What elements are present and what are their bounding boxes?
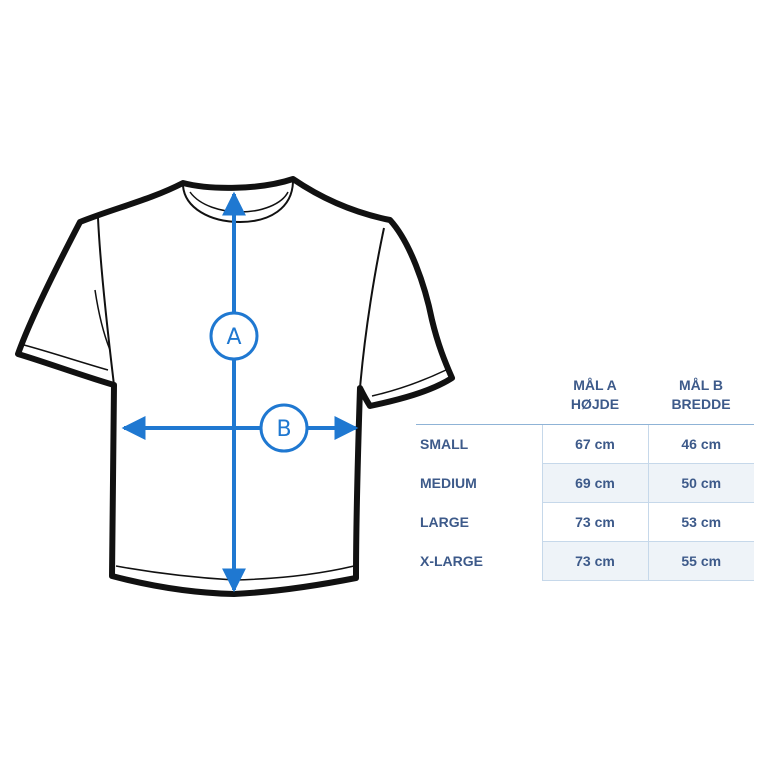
table-row: MEDIUM 69 cm 50 cm xyxy=(416,463,754,503)
measure-a-value: 73 cm xyxy=(541,541,649,581)
measure-b-value: 46 cm xyxy=(648,424,754,464)
table-row: LARGE 73 cm 53 cm xyxy=(416,502,754,542)
measurement-a: A xyxy=(209,191,259,593)
measure-a-header-line1: MÅL A xyxy=(573,377,617,393)
measure-a-value: 73 cm xyxy=(541,502,649,542)
measure-a-column-header: MÅL A HØJDE xyxy=(542,372,648,425)
measure-b-header-line2: BREDDE xyxy=(671,396,731,412)
measure-b-label: B xyxy=(276,417,291,442)
shirt-outline xyxy=(15,176,455,597)
size-chart-table: MÅL A HØJDE MÅL B BREDDE SMALL 67 cm 46 … xyxy=(416,372,754,581)
measure-b-column-header: MÅL B BREDDE xyxy=(648,372,754,425)
table-header-row: MÅL A HØJDE MÅL B BREDDE xyxy=(416,372,754,425)
left-sleeve-seam xyxy=(97,217,115,386)
collar-rib xyxy=(189,191,289,213)
measure-a-value: 67 cm xyxy=(541,424,649,464)
measurement-b: B xyxy=(121,403,359,453)
measure-b-header-line1: MÅL B xyxy=(678,377,724,393)
left-sleeve-fold xyxy=(94,289,111,351)
measure-b-value: 55 cm xyxy=(648,541,754,581)
measure-b-value: 53 cm xyxy=(648,502,754,542)
size-label: SMALL xyxy=(420,436,469,453)
measure-a-badge xyxy=(209,311,259,361)
size-column-header xyxy=(416,372,542,425)
size-label: LARGE xyxy=(420,514,469,530)
measure-a-value: 69 cm xyxy=(541,463,649,503)
size-label: MEDIUM xyxy=(420,475,477,491)
measure-a-header-line2: HØJDE xyxy=(570,396,620,412)
table-row: X-LARGE 73 cm 55 cm xyxy=(416,541,754,581)
left-sleeve-hem xyxy=(23,344,109,371)
right-sleeve-seam xyxy=(359,227,385,389)
measure-b-badge xyxy=(259,403,309,453)
size-label: X-LARGE xyxy=(420,553,483,569)
measure-a-label: A xyxy=(226,325,241,350)
measure-b-value: 50 cm xyxy=(648,463,754,503)
table-row: SMALL 67 cm 46 cm xyxy=(416,424,754,464)
